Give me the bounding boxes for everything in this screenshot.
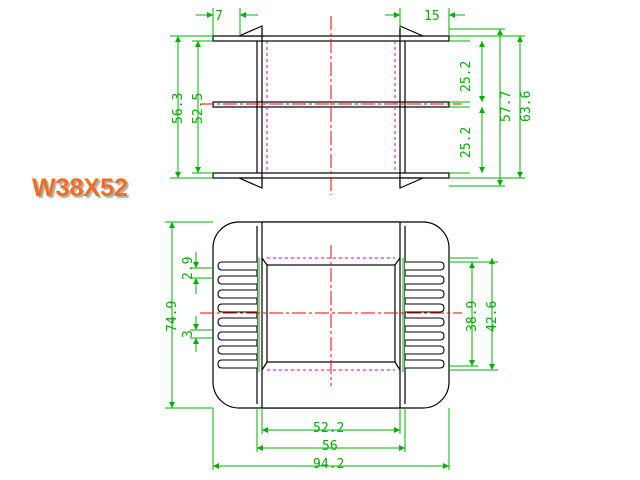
pin-slot-left [217, 289, 257, 299]
dim-window-outer: 42.6 [485, 301, 500, 332]
dim-window: 38.9 [465, 301, 480, 332]
dim-fin-gap: 3 [181, 330, 196, 338]
model-label: W38X52 [32, 174, 128, 202]
dim-overall-width: 94.2 [313, 457, 344, 472]
pin-slot-right [405, 275, 445, 285]
pin-slot-right [405, 303, 445, 313]
dim-height: 74.9 [165, 301, 180, 332]
pin-slot-right [405, 359, 445, 369]
dim-right-outer: 63.6 [519, 91, 534, 122]
dim-right-mid: 57.7 [499, 91, 514, 122]
pin-slot-left [217, 275, 257, 285]
pin-slot-right [405, 331, 445, 341]
pin-slot-right [405, 289, 445, 299]
pin-slot-left [217, 345, 257, 355]
pin-slot-right [405, 345, 445, 355]
pin-slot-left [217, 261, 257, 271]
pin-slot-right [405, 317, 445, 327]
dim-core-width: 56 [322, 439, 338, 454]
dim-upper-gap: 25.2 [459, 61, 474, 92]
dim-right-tab: 15 [424, 9, 440, 24]
dim-fin-pitch: 2.9 [181, 257, 196, 280]
pin-slot-left [217, 303, 257, 313]
dim-left-inner: 52.5 [191, 93, 206, 124]
pin-slots [217, 258, 445, 372]
dim-inner-width: 52.2 [313, 421, 344, 436]
pin-slot-left [217, 317, 257, 327]
dim-lower-gap: 25.2 [459, 127, 474, 158]
pin-slot-left [217, 359, 257, 369]
dim-left-outer: 56.3 [171, 93, 186, 124]
pin-slot-left [217, 331, 257, 341]
dim-left-tab: 7 [215, 9, 223, 24]
pin-slot-right [405, 261, 445, 271]
